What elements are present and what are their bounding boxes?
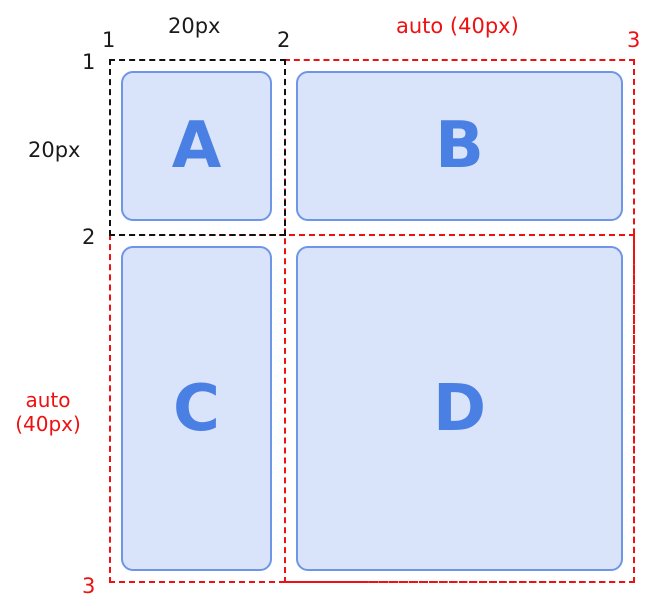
row-2-size-label: auto (40px) [8, 388, 88, 436]
row-line-2-number: 2 [82, 225, 96, 249]
grid-item-c: C [121, 246, 272, 571]
grid-item-a: A [121, 71, 272, 221]
row-2-size-label-line2: (40px) [15, 412, 81, 436]
row-line-1-number: 1 [82, 50, 96, 74]
row-2-size-label-line1: auto [25, 388, 71, 412]
grid-item-d: D [296, 246, 623, 571]
row-1-size-label: 20px [28, 138, 81, 162]
grid-item-b: B [296, 71, 623, 221]
row-line-3-number: 3 [82, 574, 96, 598]
column-line-2-number: 2 [277, 28, 291, 52]
column-line-1-number: 1 [102, 28, 116, 52]
column-2-size-label: auto (40px) [396, 14, 519, 38]
column-line-3-number: 3 [627, 28, 641, 52]
column-1-size-label: 20px [168, 14, 221, 38]
